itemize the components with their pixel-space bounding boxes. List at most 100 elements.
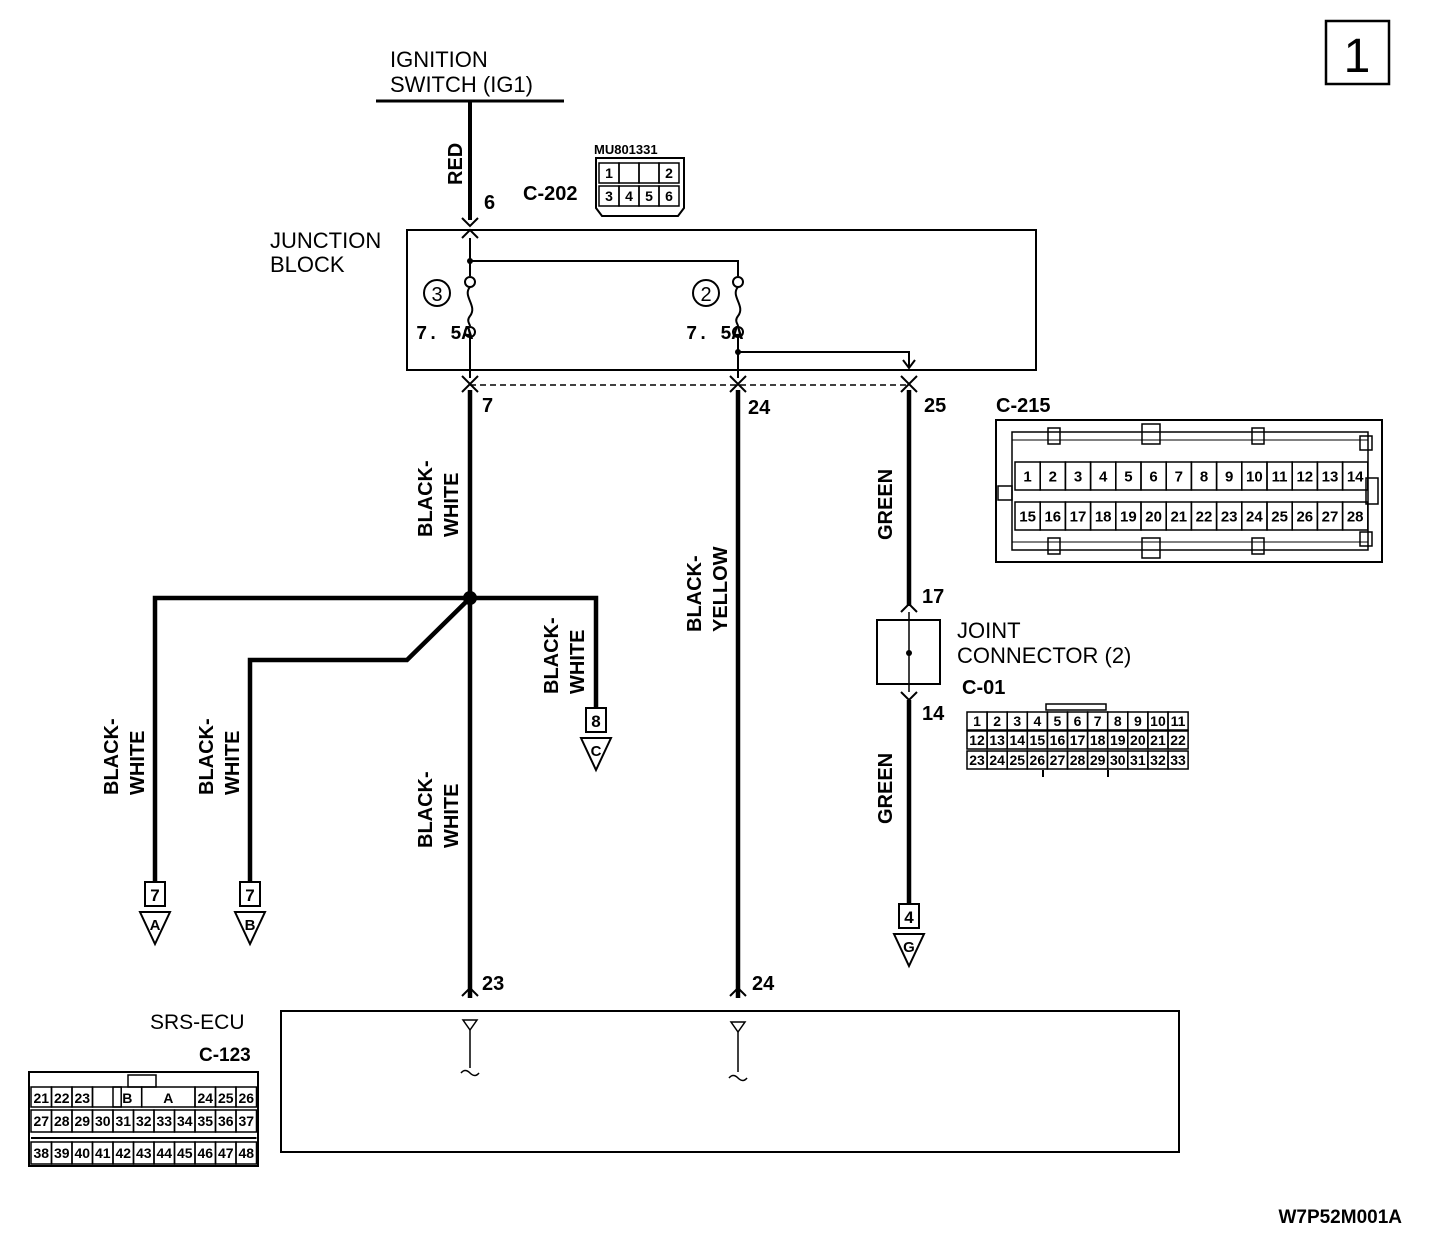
c123-pin: 39 (54, 1145, 70, 1161)
c123-pin: 29 (74, 1113, 90, 1129)
c01-cell (1167, 711, 1189, 731)
c01-pin: 16 (1050, 732, 1066, 748)
c123-pin: 34 (177, 1113, 193, 1129)
c215-cell (1341, 501, 1369, 531)
c01-pin: 21 (1150, 732, 1166, 748)
c123-pin: 23 (74, 1090, 90, 1106)
joint-pin-in: 17 (922, 586, 944, 608)
c202-cell (638, 162, 660, 184)
c123-pin: 44 (156, 1145, 172, 1161)
wire-branch-a: BLACK- WHITE (101, 595, 470, 882)
c123-pin: 24 (197, 1090, 213, 1106)
c01-pin: 30 (1110, 752, 1126, 768)
c01-pin: 33 (1170, 752, 1186, 768)
c202-pin: 3 (605, 188, 613, 204)
c01-pin: 14 (1009, 732, 1025, 748)
c202-cell (658, 162, 680, 184)
jb-pin-25: 25 (924, 395, 946, 417)
c215-pin: 24 (1246, 508, 1263, 525)
wire-label-bw-1: BLACK- (415, 460, 437, 537)
c123-pin: 33 (156, 1113, 172, 1129)
c215-pin: 2 (1049, 468, 1057, 485)
c215-cell (1341, 461, 1369, 491)
c123-cell (235, 1086, 258, 1108)
c01-pin: 8 (1114, 713, 1122, 729)
ecu-label: SRS-ECU (150, 1011, 245, 1034)
c123-pin: 41 (95, 1145, 111, 1161)
ground-ref-g: 4G (892, 903, 926, 969)
c01-pin: 19 (1110, 732, 1126, 748)
c215-pin: 25 (1271, 508, 1288, 525)
ground-ref-letter: G (903, 939, 915, 956)
c123-pin: A (163, 1090, 173, 1106)
c123-cell (235, 1141, 258, 1165)
wire-branch-b: BLACK- WHITE (196, 596, 472, 882)
c215-pin: 9 (1225, 468, 1233, 485)
c215-pin: 14 (1347, 468, 1364, 485)
jb-pin-7: 7 (482, 395, 493, 417)
c215-pin: 22 (1196, 508, 1213, 525)
c01-pin: 9 (1134, 713, 1142, 729)
c01-pin: 7 (1094, 713, 1102, 729)
ignition-label-2: SWITCH (IG1) (390, 72, 533, 97)
c123-pin: 42 (115, 1145, 131, 1161)
c01-pin: 10 (1150, 713, 1166, 729)
c215-pin: 1 (1023, 468, 1031, 485)
c01-pin: 28 (1070, 752, 1086, 768)
joint-pin-out: 14 (922, 703, 945, 725)
junction-label-1: JUNCTION (270, 228, 381, 253)
ignition-switch: IGNITION SWITCH (IG1) RED 6 (376, 47, 564, 239)
c215-id: C-215 (996, 395, 1050, 417)
fuse3-number: 3 (431, 284, 442, 306)
c123-pin: 21 (33, 1090, 49, 1106)
c123-pin: 37 (238, 1113, 254, 1129)
ecu-pin-24: 24 (752, 973, 775, 995)
c215-pin: 16 (1044, 508, 1061, 525)
wire-branch-c: BLACK- WHITE (470, 595, 599, 708)
c01-cell (1167, 730, 1189, 750)
ground-ref-number: 4 (904, 908, 914, 927)
c123-pin: 47 (218, 1145, 234, 1161)
figure-code: W7P52M001A (1278, 1207, 1402, 1228)
c215-pin: 8 (1200, 468, 1208, 485)
c215-pin: 23 (1221, 508, 1238, 525)
wire-color-red: RED (445, 143, 467, 185)
c01-pin: 24 (989, 752, 1005, 768)
c215-pin: 21 (1170, 508, 1187, 525)
c215-pin: 4 (1099, 468, 1108, 485)
c202-part-no: MU801331 (594, 142, 658, 157)
ground-ref-a: 7A (138, 881, 172, 947)
c215-pin: 7 (1175, 468, 1183, 485)
c215-pin: 15 (1019, 508, 1036, 525)
wire-label-a-1: BLACK- (101, 718, 123, 795)
c215-pin: 6 (1149, 468, 1157, 485)
fuse2-rating: 7. 5A (686, 323, 744, 345)
c01-pin: 32 (1150, 752, 1166, 768)
c01-pin: 6 (1074, 713, 1082, 729)
c01-pin: 12 (969, 732, 985, 748)
c123-pin: 40 (74, 1145, 90, 1161)
ground-ref-c: 8C (579, 707, 613, 773)
ground-ref-number: 8 (591, 712, 600, 731)
c202-cell (618, 162, 640, 184)
c215-pin: 19 (1120, 508, 1137, 525)
ignition-pin: 6 (484, 192, 495, 214)
c01-pin: 22 (1170, 732, 1186, 748)
c01-id: C-01 (962, 677, 1005, 699)
c123-pin: 38 (33, 1145, 49, 1161)
c01-pin: 27 (1050, 752, 1066, 768)
ground-ref-letter: B (245, 917, 256, 934)
c123-id: C-123 (199, 1045, 251, 1066)
jb-pin-24: 24 (748, 397, 771, 419)
c123-pin: 25 (218, 1090, 234, 1106)
c202-cell (658, 185, 680, 207)
wire-label-b-2: WHITE (222, 731, 244, 795)
wire-black-yellow: BLACK- YELLOW (684, 390, 741, 998)
ground-ref-number: 7 (150, 886, 159, 905)
